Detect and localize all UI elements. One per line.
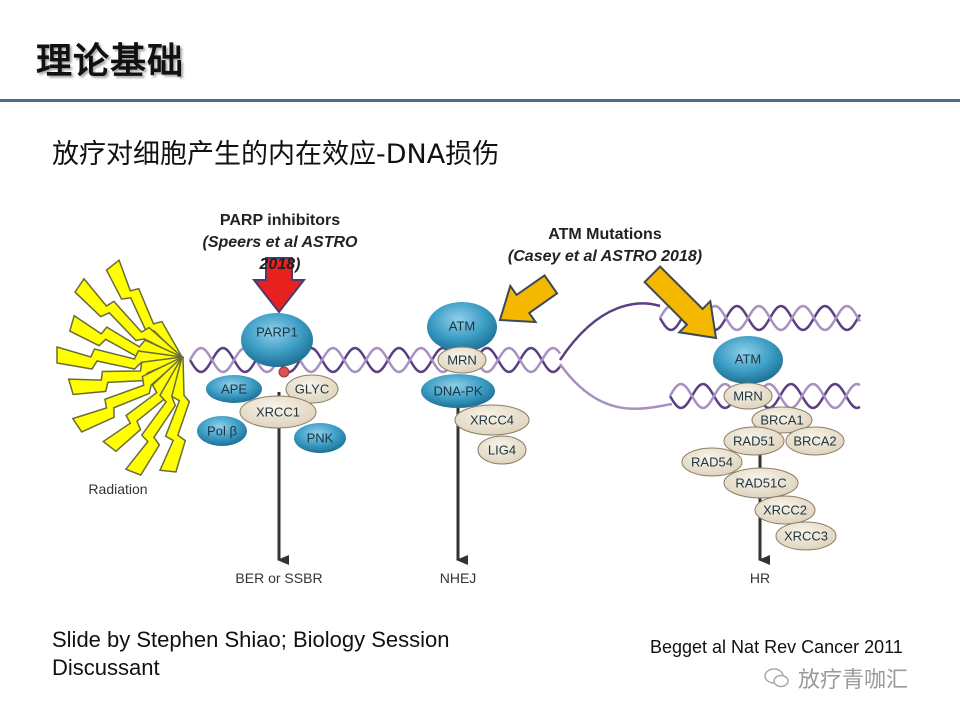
protein-dna-pk — [421, 374, 495, 408]
watermark-text: 放疗青咖汇 — [798, 668, 909, 693]
protein-xrcc1 — [239, 395, 317, 429]
radiation-bolt — [56, 345, 183, 370]
nhej-protein-complex: ATM MRN DNA-PK XRCC4 LIG4 — [421, 302, 530, 465]
svg-text:RAD51: RAD51 — [733, 433, 775, 448]
parp-annotation: PARP inhibitors (Speers et al ASTRO 2018… — [180, 210, 380, 276]
svg-text:ATM: ATM — [449, 318, 475, 333]
protein-mrn-hr — [723, 382, 773, 410]
reference-citation: Begget al Nat Rev Cancer 2011 — [650, 637, 903, 657]
radiation-bolt — [67, 356, 184, 396]
protein-atm — [427, 302, 497, 352]
ber-protein-complex: PARP1 APE GLYC XRCC1 Pol β PNK — [197, 313, 346, 453]
svg-text:APE: APE — [221, 381, 247, 396]
protein-glyc — [285, 374, 339, 404]
protein-parp1 — [241, 313, 313, 367]
svg-text:MRN: MRN — [733, 388, 763, 403]
watermark: 放疗青咖汇 — [764, 662, 908, 694]
svg-text:BRCA1: BRCA1 — [760, 412, 803, 427]
svg-text:XRCC3: XRCC3 — [784, 528, 828, 543]
protein-rad54 — [681, 447, 743, 477]
protein-lig4 — [477, 435, 527, 465]
radiation-bolt — [124, 356, 184, 477]
radiation-bolt — [105, 258, 183, 359]
svg-text:RAD51C: RAD51C — [735, 475, 786, 490]
dna-strand — [668, 382, 861, 410]
svg-text:XRCC4: XRCC4 — [470, 412, 514, 427]
protein-pol-beta — [197, 416, 247, 446]
svg-text:MRN: MRN — [447, 352, 477, 367]
svg-text:XRCC2: XRCC2 — [763, 502, 807, 517]
dna-strand-exchange — [558, 363, 673, 410]
svg-text:Pol β: Pol β — [207, 423, 237, 438]
protein-ape — [206, 375, 262, 403]
protein-brca2 — [785, 426, 845, 456]
parp-annotation-citation: (Speers et al ASTRO 2018) — [202, 234, 358, 273]
svg-text:ATM: ATM — [735, 351, 761, 366]
svg-text:DNA-PK: DNA-PK — [433, 383, 482, 398]
slide-credit: Slide by Stephen Shiao; Biology Session … — [52, 626, 449, 682]
pathway-label-nhej: NHEJ — [440, 570, 477, 586]
dna-strand-exchange — [558, 302, 661, 361]
hr-protein-complex: ATM MRN BRCA1 RAD51 BRCA2 RAD54 RAD51C X… — [681, 336, 845, 551]
radiation-bolt — [158, 356, 191, 473]
pathway-label-ber: BER or SSBR — [235, 570, 322, 586]
svg-text:LIG4: LIG4 — [488, 442, 516, 457]
svg-text:GLYC: GLYC — [295, 381, 329, 396]
credit-line-1: Slide by Stephen Shiao; Biology Session — [52, 627, 450, 652]
svg-text:XRCC1: XRCC1 — [256, 404, 300, 419]
pathway-label-hr: HR — [750, 570, 770, 586]
title-divider — [0, 99, 960, 102]
protein-xrcc2 — [754, 495, 816, 525]
svg-text:PNK: PNK — [307, 430, 334, 445]
protein-atm-hr — [713, 336, 783, 384]
protein-pnk — [294, 423, 346, 453]
protein-xrcc3 — [775, 521, 837, 551]
parp-inhibitor-arrow-icon — [251, 257, 307, 314]
svg-text:PARP1: PARP1 — [256, 324, 298, 339]
dna-strand — [668, 382, 861, 410]
slide-subtitle: 放疗对细胞产生的内在效应-DNA损伤 — [52, 139, 500, 170]
protein-brca1 — [751, 406, 813, 434]
radiation-bolts-icon — [56, 258, 191, 477]
protein-mrn — [437, 346, 487, 374]
svg-text:RAD54: RAD54 — [691, 454, 733, 469]
parp-annotation-title: PARP inhibitors — [219, 212, 341, 229]
atm-mutation-arrow-icon — [643, 265, 718, 340]
dna-lesion-marker — [278, 366, 290, 378]
atm-annotation-citation: (Casey et al ASTRO 2018) — [507, 248, 703, 265]
svg-text:BRCA2: BRCA2 — [793, 433, 836, 448]
atm-annotation-title: ATM Mutations — [548, 226, 662, 243]
protein-rad51 — [723, 426, 785, 456]
wechat-icon — [764, 668, 789, 688]
atm-mutation-arrow-icon — [498, 274, 559, 324]
protein-xrcc4 — [454, 404, 530, 436]
atm-annotation: ATM Mutations (Casey et al ASTRO 2018) — [480, 224, 730, 268]
radiation-bolt — [74, 277, 184, 359]
slide-title: 理论基础 — [36, 41, 185, 82]
protein-rad51c — [723, 467, 799, 499]
credit-line-2: Discussant — [52, 655, 160, 680]
radiation-label: Radiation — [88, 481, 147, 497]
radiation-bolt — [71, 356, 184, 433]
